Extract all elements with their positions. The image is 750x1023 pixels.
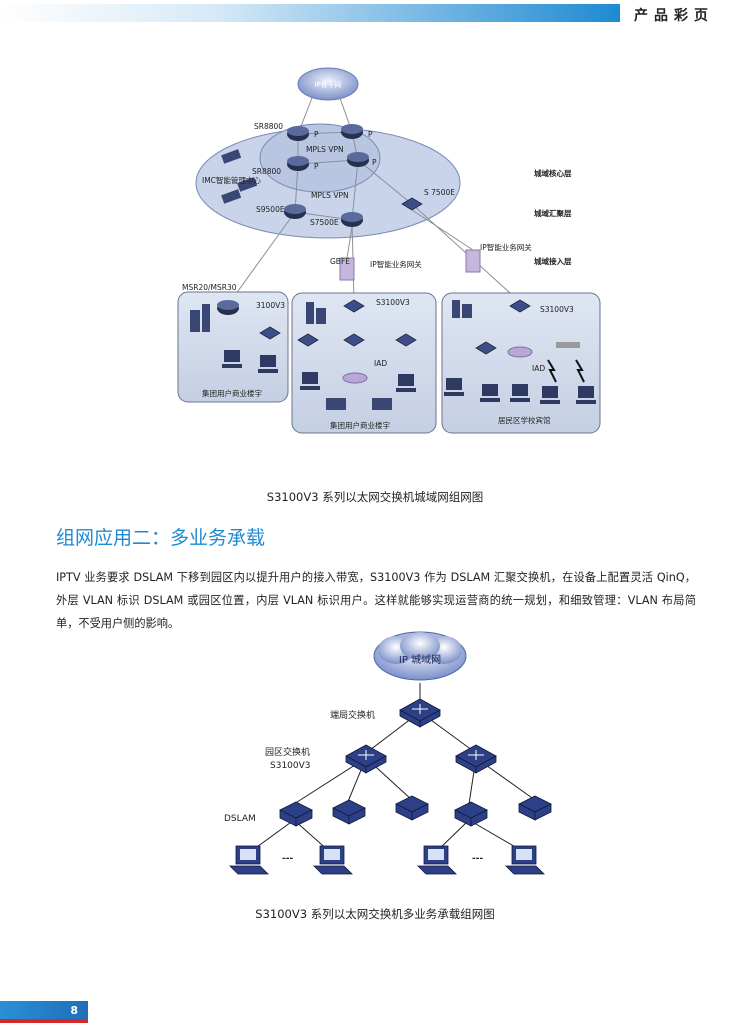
section-title: 组网应用二：多业务承载 (56, 527, 266, 549)
page-number: 8 (70, 1004, 78, 1017)
label-endpoint-switch: 端局交换机 (330, 709, 375, 721)
imc-servers (221, 149, 258, 204)
label-gbfe: GBFE (330, 257, 350, 266)
metro-cloud-label: IP 城域网 (399, 653, 441, 666)
page-header: 产品彩页 (0, 0, 750, 28)
label-p3: P (314, 162, 319, 171)
dslam-devices (279, 795, 552, 827)
switch-arrows (358, 704, 484, 760)
gateway-nodes (339, 209, 481, 281)
label-s7500e-a: S7500E (310, 218, 339, 227)
header-title: 产品彩页 (634, 8, 714, 24)
iad-icons (326, 342, 585, 410)
label-imc: IMC智能管理中心 (202, 175, 261, 185)
label-mpls2: MPLS VPN (311, 191, 349, 200)
label-iad2: IAD (532, 364, 545, 373)
label-ip-gateway-2: IP智能业务网关 (480, 242, 532, 252)
label-s3100-b: S3100V3 (376, 298, 410, 307)
backbone-cloud (297, 67, 359, 101)
label-msr: MSR20/MSR30 (182, 283, 237, 292)
inner-core-ring (259, 123, 381, 193)
label-dots-left: --- (282, 854, 293, 864)
label-iad1: IAD (374, 359, 387, 368)
pc-icons (229, 845, 545, 875)
multi-service-diagram: IP 城域网 端局交换机 园区交换机 S3100V3 DSLAM --- --- (224, 631, 552, 875)
label-box1: 集团用户商业楼宇 (202, 388, 262, 398)
page-number-accent (0, 1019, 88, 1023)
label-mpls1: MPLS VPN (306, 145, 344, 154)
label-box2: 集团用户商业楼宇 (330, 420, 390, 430)
caption-diagram2: S3100V3 系列以太网交换机多业务承载组网图 (255, 907, 495, 921)
label-p1: P (314, 130, 319, 139)
label-access-layer: 城域接入层 (534, 256, 572, 266)
label-box3: 居民区学校宾馆 (498, 415, 551, 425)
label-s9500e: S9500E (256, 205, 285, 214)
building-icons (190, 300, 472, 332)
label-campus-switch: 园区交换机 (265, 746, 310, 758)
access-switches (259, 299, 531, 355)
label-campus-model: S3100V3 (270, 761, 311, 771)
label-dslam: DSLAM (224, 814, 256, 824)
label-dots-right: --- (472, 854, 483, 864)
label-agg-layer: 城域汇聚层 (534, 208, 572, 218)
body-paragraph: IPTV 业务要求 DSLAM 下移到园区内以提升用户的接入带宽，S3100V3… (56, 571, 696, 630)
backbone-cloud-label: IP骨干网 (314, 81, 341, 89)
label-p2: P (368, 130, 373, 139)
label-s7500e-b: S 7500E (424, 188, 455, 197)
router-nodes (217, 124, 369, 315)
label-core-layer: 城域核心层 (534, 168, 572, 178)
header-gradient-bar (0, 4, 620, 22)
core-switches (345, 698, 497, 774)
caption-diagram1: S3100V3 系列以太网交换机城域网组网图 (266, 490, 484, 504)
label-sr8800-b: SR8800 (252, 167, 281, 176)
metro-network-diagram: IP骨干网 (177, 67, 601, 434)
metro-cloud (373, 631, 467, 681)
label-s3100-a: 3100V3 (256, 301, 285, 310)
pc-screens (240, 849, 532, 860)
access-router (217, 300, 239, 315)
label-ip-gateway-1: IP智能业务网关 (370, 259, 422, 269)
label-p4: P (372, 158, 377, 167)
pc-icons (222, 350, 596, 404)
page-number-tab: 8 (0, 1001, 88, 1021)
label-s3100-c: S3100V3 (540, 305, 574, 314)
label-sr8800-a: SR8800 (254, 122, 283, 131)
